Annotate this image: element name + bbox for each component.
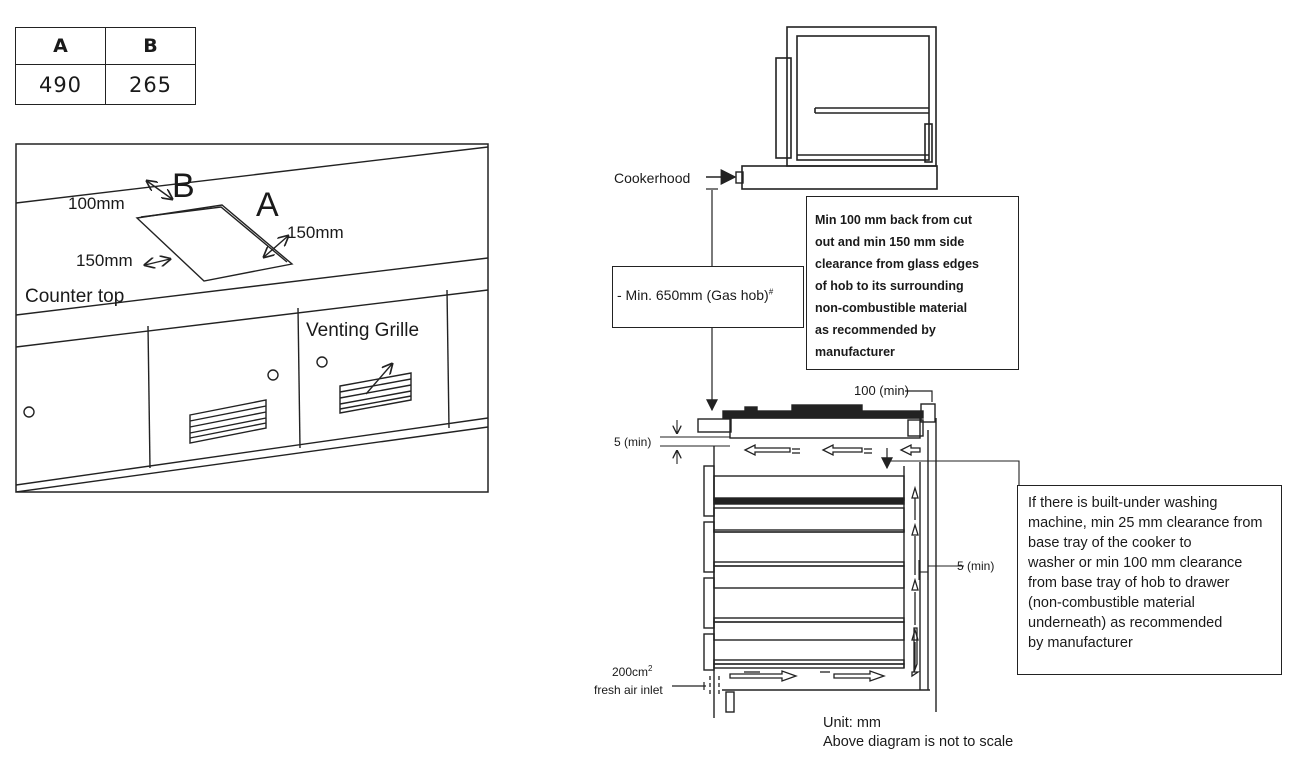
knob-icon bbox=[23, 406, 35, 418]
header-a: A bbox=[15, 27, 106, 65]
right-clearance-label: 150mm bbox=[287, 223, 344, 242]
cabinet-base-line bbox=[16, 426, 488, 492]
note-line: clearance from glass edges bbox=[815, 257, 979, 271]
countertop-back-edge bbox=[16, 146, 488, 204]
back-clearance-label: 100mm bbox=[68, 194, 125, 213]
dimension-table: A B 490 265 bbox=[15, 27, 196, 105]
gas-hob-distance-box bbox=[612, 266, 804, 328]
note-line: machine, min 25 mm clearance from bbox=[1028, 515, 1263, 531]
countertop-diagram: B A 100mm 150mm 150mm Counter top Ventin… bbox=[15, 143, 489, 493]
left-clearance-label: 150mm bbox=[76, 251, 133, 270]
counter-top-label: Counter top bbox=[25, 286, 124, 307]
gas-hob-footnote-mark: # bbox=[768, 287, 774, 297]
note-line: as recommended by bbox=[815, 323, 936, 337]
value-b: 265 bbox=[105, 64, 196, 105]
note-line: from base tray of hob to drawer bbox=[1028, 575, 1230, 591]
dimension-table-row: 490 265 bbox=[15, 64, 196, 105]
back-clearance-arrow bbox=[147, 181, 172, 199]
note-line: Min 100 mm back from cut bbox=[815, 213, 972, 227]
note-line: of hob to its surrounding bbox=[815, 279, 964, 293]
countertop-front-edge bbox=[16, 257, 488, 316]
airflow-arrows bbox=[709, 443, 921, 696]
gas-hob-distance-text: - Min. 650mm (Gas hob) bbox=[617, 287, 769, 303]
cookerhood bbox=[741, 165, 938, 190]
note-line: out and min 150 mm side bbox=[815, 235, 965, 249]
unit-label: Unit: mm bbox=[823, 715, 881, 731]
back-min-label: 100 (min) bbox=[854, 383, 909, 398]
side-clearance-note: Min 100 mm back from cut out and min 150… bbox=[806, 196, 1019, 370]
fresh-air-inlet-label: fresh air inlet bbox=[594, 683, 663, 697]
fresh-air-area-label: 200cm2 bbox=[612, 664, 653, 679]
venting-grille-icon bbox=[189, 399, 267, 444]
wall-cabinet bbox=[775, 26, 937, 167]
note-line: by manufacturer bbox=[1028, 635, 1133, 651]
hob bbox=[697, 403, 936, 439]
note-line: (non-combustible material bbox=[1028, 595, 1195, 611]
knob-icon bbox=[316, 356, 328, 368]
hob-cutout bbox=[135, 204, 294, 282]
gap-right-label: 5 (min) bbox=[957, 559, 994, 573]
cabinet-divider bbox=[147, 325, 151, 469]
cookerhood-label: Cookerhood bbox=[614, 170, 690, 186]
note-line: underneath) as recommended bbox=[1028, 615, 1223, 631]
washing-machine-clearance-note: If there is built-under washing machine,… bbox=[1017, 485, 1282, 675]
note-line: washer or min 100 mm clearance bbox=[1028, 555, 1243, 571]
scale-note: Above diagram is not to scale bbox=[823, 734, 1013, 750]
countertop-frame bbox=[15, 143, 489, 493]
label-a: A bbox=[256, 186, 279, 224]
venting-grille-label: Venting Grille bbox=[306, 320, 419, 341]
note-line: manufacturer bbox=[815, 345, 895, 359]
cabinet-divider bbox=[446, 289, 450, 429]
cooker-installation-diagram bbox=[660, 26, 1020, 718]
gas-hob-distance-label: - Min. 650mm (Gas hob)# bbox=[617, 287, 773, 303]
venting-grille-pointer bbox=[365, 364, 392, 395]
gap-left-label: 5 (min) bbox=[614, 435, 651, 449]
countertop-front-lower-edge bbox=[16, 289, 488, 348]
note-line: base tray of the cooker to bbox=[1028, 535, 1192, 551]
drawer-stack bbox=[703, 430, 929, 690]
note-line: non-combustible material bbox=[815, 301, 968, 315]
dimension-table-header: A B bbox=[15, 27, 196, 65]
venting-grille-icon bbox=[339, 372, 412, 414]
cabinet-divider bbox=[297, 307, 301, 449]
label-b: B bbox=[172, 167, 195, 205]
left-clearance-arrow bbox=[145, 259, 170, 265]
knob-icon bbox=[267, 369, 279, 381]
right-clearance-arrow bbox=[264, 236, 288, 257]
note-line: If there is built-under washing bbox=[1028, 495, 1218, 511]
header-b: B bbox=[105, 27, 196, 65]
